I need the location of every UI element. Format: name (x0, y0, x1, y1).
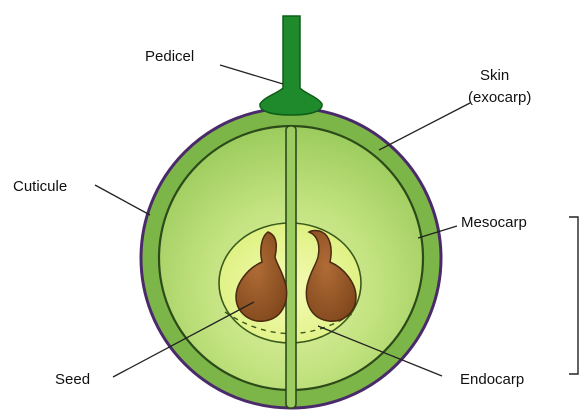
cuticule-label: Cuticule (13, 178, 67, 195)
cuticule-leader (95, 185, 150, 215)
pedicel-label: Pedicel (145, 48, 194, 65)
skin-leader (379, 103, 470, 150)
endocarp-label: Endocarp (460, 371, 524, 388)
exocarp-label: (exocarp) (468, 89, 531, 106)
skin-label: Skin (480, 67, 509, 84)
pedicel-stalk (260, 16, 322, 115)
seed-label: Seed (55, 371, 90, 388)
pericarp-bracket (569, 217, 578, 374)
pedicel-leader (220, 65, 283, 84)
mesocarp-label: Mesocarp (461, 214, 527, 231)
central-divider (286, 126, 296, 408)
